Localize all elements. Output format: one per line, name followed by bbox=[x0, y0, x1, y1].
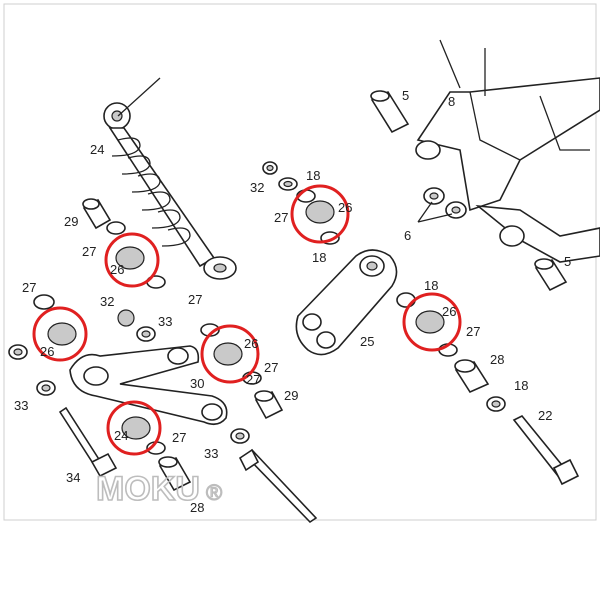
needle-bearing-4 bbox=[213, 342, 243, 366]
callout-label: 27 bbox=[82, 244, 96, 259]
callout-label: 8 bbox=[448, 94, 455, 109]
callout-label: 18 bbox=[312, 250, 326, 265]
highlight-circles bbox=[32, 184, 462, 456]
needle-bearing-5 bbox=[415, 310, 445, 334]
callout-label: 29 bbox=[64, 214, 78, 229]
callout-label: 28 bbox=[490, 352, 504, 367]
callout-label: 27 bbox=[188, 292, 202, 307]
callout-label: 5 bbox=[402, 88, 409, 103]
callout-label: 26 bbox=[338, 200, 352, 215]
callout-label: 27 bbox=[246, 372, 260, 387]
swingarm-frame bbox=[415, 39, 600, 263]
highlight-circle bbox=[32, 306, 88, 362]
bushings bbox=[82, 90, 568, 492]
callout-label: 33 bbox=[204, 446, 218, 461]
tie-rod bbox=[69, 345, 228, 426]
callout-labels: 24 5 8 18 32 27 26 18 6 29 27 26 5 27 32… bbox=[14, 88, 571, 515]
callout-label: 22 bbox=[538, 408, 552, 423]
watermark-text: MOKU bbox=[96, 470, 200, 508]
needle-bearings bbox=[47, 200, 445, 440]
callout-label: 32 bbox=[250, 180, 264, 195]
callout-label: 24 bbox=[90, 142, 104, 157]
callout-label: 32 bbox=[100, 294, 114, 309]
highlight-circle bbox=[200, 324, 260, 384]
callout-label: 24 bbox=[114, 428, 128, 443]
callout-label: 18 bbox=[514, 378, 528, 393]
callout-label: 27 bbox=[264, 360, 278, 375]
callout-label: 27 bbox=[172, 430, 186, 445]
callout-label: 26 bbox=[244, 336, 258, 351]
callout-label: 33 bbox=[158, 314, 172, 329]
needle-bearing-1 bbox=[305, 200, 335, 224]
callout-label: 26 bbox=[40, 344, 54, 359]
callout-label: 28 bbox=[190, 500, 204, 515]
rocker-link bbox=[295, 249, 398, 356]
highlight-circle bbox=[402, 292, 462, 352]
watermark-registered-mark: ® bbox=[206, 480, 222, 505]
shock-absorber bbox=[103, 77, 237, 280]
callout-label: 27 bbox=[274, 210, 288, 225]
callout-label: 5 bbox=[564, 254, 571, 269]
callout-label: 30 bbox=[190, 376, 204, 391]
callout-label: 18 bbox=[306, 168, 320, 183]
needle-bearing-3 bbox=[47, 322, 77, 346]
callout-label: 25 bbox=[360, 334, 374, 349]
bolts bbox=[58, 406, 580, 524]
callout-label: 33 bbox=[14, 398, 28, 413]
callout-label: 26 bbox=[442, 304, 456, 319]
highlight-circle bbox=[290, 184, 350, 244]
callout-label: 26 bbox=[110, 262, 124, 277]
highlight-circle bbox=[106, 400, 162, 456]
callout-label: 29 bbox=[284, 388, 298, 403]
callout-label: 27 bbox=[22, 280, 36, 295]
callout-label: 6 bbox=[404, 228, 411, 243]
callout-label: 27 bbox=[466, 324, 480, 339]
highlight-circle bbox=[104, 232, 160, 288]
callout-label: 18 bbox=[424, 278, 438, 293]
leader-line bbox=[417, 201, 453, 223]
diagram-frame bbox=[3, 3, 597, 521]
callout-label: 34 bbox=[66, 470, 80, 485]
moko-watermark: MOKU ® bbox=[95, 469, 223, 509]
needle-bearing-6 bbox=[121, 416, 151, 440]
needle-bearing-2 bbox=[115, 246, 145, 270]
